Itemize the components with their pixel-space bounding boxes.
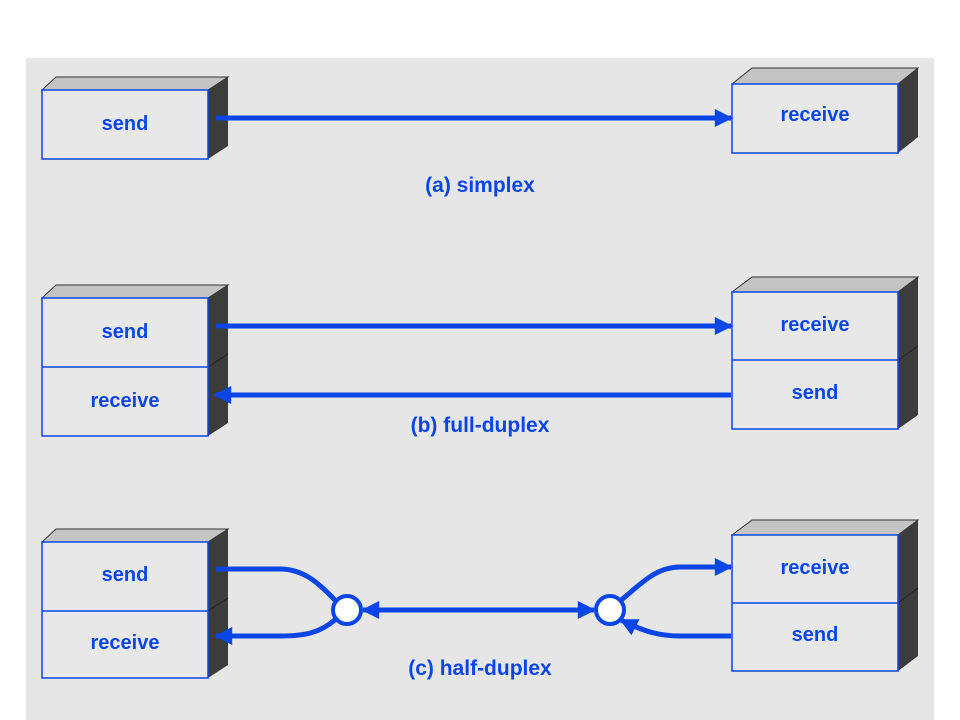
half-duplex-left-switch bbox=[331, 594, 363, 626]
full-duplex-caption: (b) full-duplex bbox=[411, 414, 550, 437]
half-duplex-right-send-line bbox=[619, 617, 731, 639]
half-duplex-right-box: receive send bbox=[730, 519, 920, 672]
half-duplex-caption: (c) half-duplex bbox=[408, 657, 552, 680]
full-duplex-right-send-label: send bbox=[792, 382, 839, 404]
simplex-right-receive-label: receive bbox=[781, 104, 850, 126]
full-duplex-left-box: send receive bbox=[40, 284, 230, 437]
simplex-right-box: receive bbox=[730, 67, 920, 154]
simplex-left-send-label: send bbox=[102, 113, 149, 135]
half-duplex-right-receive-arrow bbox=[618, 558, 733, 603]
half-duplex-left-send-line bbox=[216, 566, 338, 603]
half-duplex-left-receive-label: receive bbox=[91, 632, 160, 654]
half-duplex-right-switch bbox=[594, 594, 626, 626]
full-duplex-right-receive-label: receive bbox=[781, 314, 850, 336]
half-duplex-left-send-label: send bbox=[102, 564, 149, 586]
full-duplex-left-send-label: send bbox=[102, 321, 149, 343]
full-duplex-right-box: receive send bbox=[730, 276, 920, 430]
simplex-left-box: send bbox=[40, 76, 230, 160]
half-duplex-right-send-label: send bbox=[792, 624, 839, 646]
simplex-caption: (a) simplex bbox=[425, 174, 535, 197]
half-duplex-right-receive-label: receive bbox=[781, 557, 850, 579]
full-duplex-left-receive-label: receive bbox=[91, 390, 160, 412]
half-duplex-left-receive-arrow bbox=[214, 617, 338, 645]
half-duplex-left-box: send receive bbox=[40, 528, 230, 679]
